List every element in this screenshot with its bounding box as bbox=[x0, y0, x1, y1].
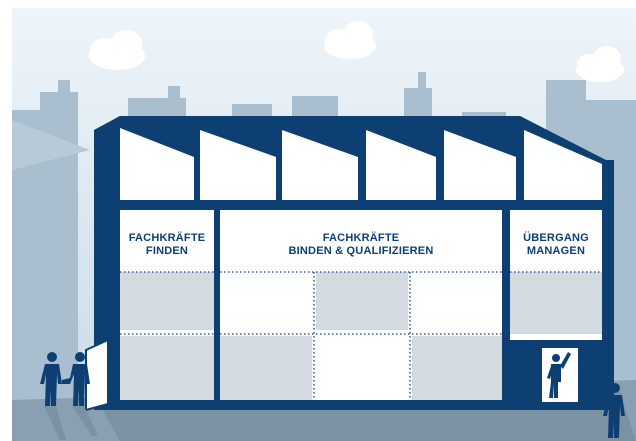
person-icon bbox=[40, 352, 62, 406]
label-line: BINDEN & QUALIFIZIEREN bbox=[288, 245, 434, 257]
factory-building bbox=[85, 116, 614, 412]
label-fachkraefte-finden: FACHKRÄFTE FINDEN bbox=[120, 232, 214, 258]
label-uebergang-managen: ÜBERGANG MANAGEN bbox=[510, 232, 602, 258]
label-line: FACHKRÄFTE bbox=[128, 232, 206, 244]
label-line: MANAGEN bbox=[526, 245, 586, 257]
roof-faces bbox=[120, 128, 602, 200]
dotted-grid bbox=[120, 271, 602, 400]
label-line: FINDEN bbox=[145, 245, 189, 257]
label-line: FACHKRÄFTE bbox=[322, 232, 400, 244]
raised-hand-person-icon bbox=[547, 352, 571, 398]
cloud-icon bbox=[89, 30, 145, 70]
label-line: ÜBERGANG bbox=[523, 232, 589, 244]
skyline-slope bbox=[12, 120, 90, 170]
person-icon bbox=[62, 352, 90, 406]
cloud-icon bbox=[576, 46, 624, 82]
label-fachkraefte-binden: FACHKRÄFTE BINDEN & QUALIFIZIEREN bbox=[220, 232, 502, 258]
walking-shadow bbox=[44, 406, 98, 440]
door-icon bbox=[85, 338, 109, 412]
cloud-icon bbox=[324, 21, 376, 59]
grey-cells bbox=[120, 272, 602, 400]
person-icon bbox=[603, 383, 625, 438]
